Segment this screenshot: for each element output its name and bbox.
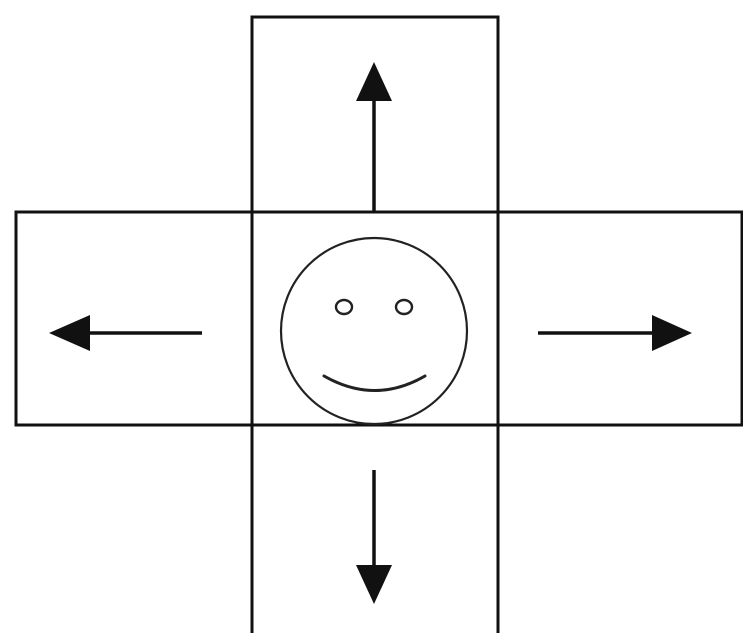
right-eye <box>394 298 414 316</box>
left-eye <box>334 298 354 316</box>
arrow-right-icon <box>538 315 692 351</box>
face-outline <box>279 236 469 426</box>
mouth <box>322 374 427 392</box>
cell-center <box>250 210 500 427</box>
cell-right <box>496 210 743 427</box>
arrow-up-icon <box>356 62 392 212</box>
arrow-down-icon <box>356 470 392 604</box>
smiley-face-icon <box>279 236 469 426</box>
arrow-left-icon <box>49 315 202 351</box>
cell-bottom <box>250 425 500 633</box>
cell-left <box>14 210 254 427</box>
